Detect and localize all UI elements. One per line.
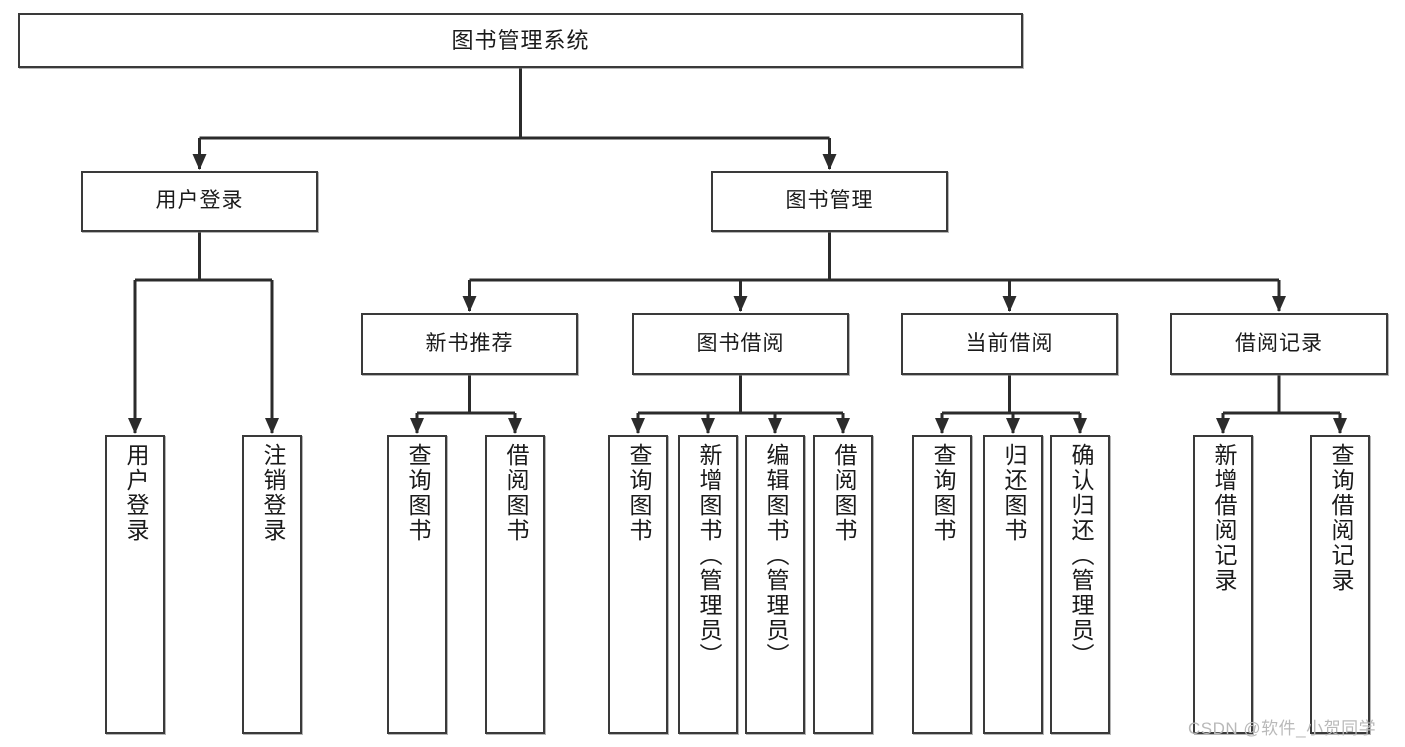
node-leaf-query-1[interactable]: 查询图书 <box>387 435 447 734</box>
node-label: 编辑图书（管理员） <box>762 443 789 668</box>
node-leaf-logout[interactable]: 注销登录 <box>242 435 302 734</box>
node-label: 注销登录 <box>259 443 286 543</box>
node-book-borrow[interactable]: 图书借阅 <box>632 313 849 375</box>
node-label: 借阅图书 <box>830 443 857 543</box>
node-user-login[interactable]: 用户登录 <box>81 171 318 232</box>
node-leaf-add-book[interactable]: 新增图书（管理员） <box>678 435 738 734</box>
node-book-manage[interactable]: 图书管理 <box>711 171 948 232</box>
node-leaf-query-2[interactable]: 查询图书 <box>608 435 668 734</box>
node-label: 用户登录 <box>122 443 149 543</box>
node-label: 图书借阅 <box>696 331 785 355</box>
node-new-book-rec[interactable]: 新书推荐 <box>361 313 578 375</box>
node-label: 当前借阅 <box>965 331 1054 355</box>
node-label: 新增图书（管理员） <box>695 443 722 668</box>
node-label: 图书管理系统 <box>451 27 590 53</box>
node-leaf-query-3[interactable]: 查询图书 <box>912 435 972 734</box>
node-label: 借阅图书 <box>502 443 529 543</box>
node-leaf-add-rec[interactable]: 新增借阅记录 <box>1193 435 1253 734</box>
node-label: 查询图书 <box>625 443 652 543</box>
node-current-borrow[interactable]: 当前借阅 <box>901 313 1118 375</box>
node-label: 图书管理 <box>785 189 874 213</box>
node-leaf-borrow-1[interactable]: 借阅图书 <box>485 435 545 734</box>
node-borrow-record[interactable]: 借阅记录 <box>1170 313 1388 375</box>
node-label: 查询借阅记录 <box>1327 443 1354 593</box>
node-leaf-confirm[interactable]: 确认归还（管理员） <box>1050 435 1110 734</box>
node-label: 新增借阅记录 <box>1210 443 1237 593</box>
node-label: 查询图书 <box>929 443 956 543</box>
node-leaf-user-login[interactable]: 用户登录 <box>105 435 165 734</box>
node-leaf-query-rec[interactable]: 查询借阅记录 <box>1310 435 1370 734</box>
node-root[interactable]: 图书管理系统 <box>18 13 1023 68</box>
node-label: 用户登录 <box>155 189 244 213</box>
node-leaf-return[interactable]: 归还图书 <box>983 435 1043 734</box>
node-label: 确认归还（管理员） <box>1067 443 1094 668</box>
node-leaf-edit-book[interactable]: 编辑图书（管理员） <box>745 435 805 734</box>
node-label: 借阅记录 <box>1235 331 1323 355</box>
node-label: 查询图书 <box>404 443 431 543</box>
node-leaf-borrow-2[interactable]: 借阅图书 <box>813 435 873 734</box>
watermark-label: CSDN @软件_小贺同学 <box>1188 719 1377 738</box>
node-label: 归还图书 <box>1000 443 1027 543</box>
node-label: 新书推荐 <box>425 331 514 355</box>
